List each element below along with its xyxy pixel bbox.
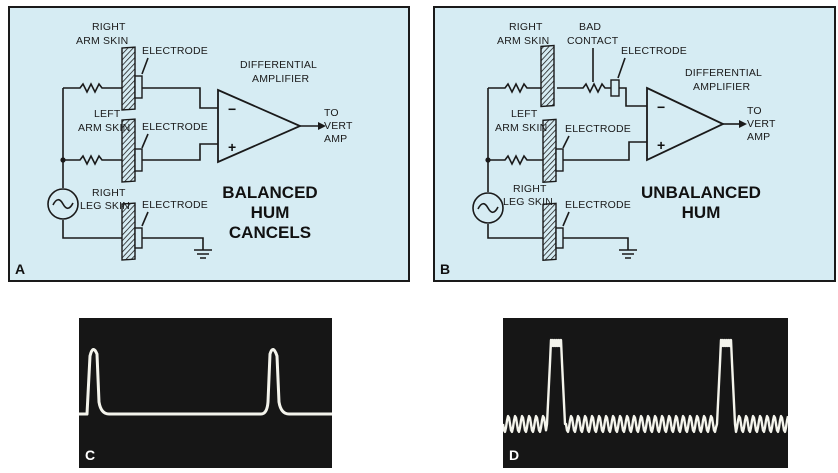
output-label-1: TO [747,105,762,117]
electrode-label-3: ELECTRODE [142,199,208,211]
plus-input-wire [142,143,218,161]
caption-line-2: HUM [251,203,290,222]
amp-label-1: DIFFERENTIAL [240,59,317,71]
left-arm-label-1: LEFT [94,108,121,120]
scope-trace-panel-d: D [503,318,788,468]
diagram-panel-a: − + RIGHT ARM SKIN ELECTRODE DIFFERENTIA… [8,6,410,282]
plus-input-wire [563,141,647,161]
right-arm-electrode [134,75,143,99]
panel-tag-a: A [15,261,25,277]
minus-input-wire [142,87,218,109]
output-label-3: AMP [324,133,347,145]
resistor-left-arm [63,154,122,166]
sine-icon [477,202,499,214]
differential-amplifier-icon [646,86,726,162]
panel-tag-d: D [509,447,519,463]
caption-line-2: HUM [682,203,721,222]
caption-line-1: UNBALANCED [641,183,761,202]
right-leg-skin [542,202,557,262]
right-arm-label-2: ARM SKIN [76,35,128,47]
left-arm-label-2: ARM SKIN [78,122,130,134]
amp-plus-sign: + [228,139,236,155]
caption-line-1: BALANCED [222,183,317,202]
right-leg-label-1: RIGHT [92,187,126,199]
output-arrow-icon [318,122,326,130]
left-arm-label-2: ARM SKIN [495,122,547,134]
right-arm-label-2: ARM SKIN [497,35,549,47]
electrode-label-2: ELECTRODE [142,121,208,133]
amp-minus-sign: − [228,101,236,117]
leader-line [141,57,149,75]
leader-line [617,57,626,79]
leader-line [562,135,570,149]
panel-tag-b: B [440,261,450,277]
leader-line [562,211,570,227]
output-label-1: TO [324,107,339,119]
panel-tag-c: C [85,447,95,463]
output-label-3: AMP [747,131,770,143]
ground-icon [194,249,212,259]
output-label-2: VERT [747,118,776,130]
amp-label-2: AMPLIFIER [252,73,309,85]
scope-trace-panel-c: C [79,318,332,468]
bad-contact-resistor [557,82,611,94]
ground-wire [563,237,629,250]
resistor-right-arm [488,82,541,94]
output-arrow-icon [739,120,747,128]
right-leg-label-2: LEG SKIN [80,200,130,212]
left-arm-electrode [134,148,143,172]
right-arm-skin [121,46,136,111]
electrode-label-1: ELECTRODE [621,45,687,57]
scope-trace-clean [79,348,332,416]
output-label-2: VERT [324,120,353,132]
caption-line-3: CANCELS [229,223,311,242]
amp-label-1: DIFFERENTIAL [685,67,762,79]
right-arm-label-1: RIGHT [92,21,126,33]
right-leg-electrode [134,227,143,249]
amp-plus-sign: + [657,137,665,153]
leg-return-wire [62,220,122,239]
right-leg-label-2: LEG SKIN [503,196,553,208]
diagram-panel-b: − + RIGHT ARM SKIN BAD CONTACT ELECTRODE… [433,6,836,282]
resistor-right-arm [63,82,122,94]
amp-minus-sign: − [657,99,665,115]
right-arm-electrode [610,79,620,97]
right-leg-electrode [555,227,564,249]
bad-contact-label-2: CONTACT [567,35,619,47]
leader-line [141,133,149,149]
ground-icon [619,249,637,259]
electrode-label-2: ELECTRODE [565,123,631,135]
right-arm-skin [540,44,555,108]
bad-contact-label-1: BAD [579,21,601,33]
leader-line [141,211,149,227]
differential-amplifier-icon [217,88,303,164]
left-arm-electrode [555,148,564,172]
scope-screen [503,318,788,468]
electrode-label-1: ELECTRODE [142,45,208,57]
resistor-left-arm [488,154,543,166]
leg-return-wire [487,224,543,239]
left-arm-label-1: LEFT [511,108,538,120]
electrode-label-3: ELECTRODE [565,199,631,211]
right-arm-label-1: RIGHT [509,21,543,33]
panel-b-frame [433,6,836,282]
amp-label-2: AMPLIFIER [693,81,750,93]
minus-input-wire [619,87,647,107]
right-leg-label-1: RIGHT [513,183,547,195]
scope-trace-hum [503,338,788,434]
ground-wire [142,237,204,250]
scope-screen [79,318,332,468]
sine-icon [52,198,74,210]
